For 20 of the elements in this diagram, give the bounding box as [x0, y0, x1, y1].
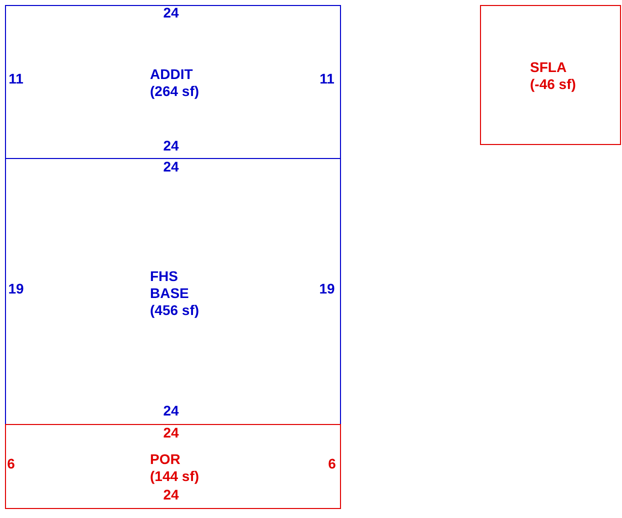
room-outline: [5, 5, 341, 159]
dimension-label: 24: [163, 488, 179, 502]
dimension-label: 11: [320, 72, 334, 86]
room-label: ADDIT (264 sf): [150, 66, 200, 100]
room-label: SFLA (-46 sf): [530, 59, 577, 93]
dimension-label: 19: [8, 282, 24, 296]
dimension-label: 24: [163, 160, 179, 174]
dimension-label: 24: [163, 404, 179, 418]
room-outline: [5, 158, 341, 425]
room-outline: [480, 5, 621, 145]
dimension-label: 6: [328, 456, 336, 472]
dimension-label: 24: [163, 138, 179, 154]
dimension-label: 24: [163, 426, 179, 440]
dimension-label: 24: [163, 6, 179, 20]
dimension-label: 6: [7, 456, 15, 472]
dimension-label: 11: [8, 72, 24, 86]
room-outline: [5, 424, 341, 509]
room-label: FHS BASE (456 sf): [150, 268, 200, 319]
dimension-label: 19: [319, 282, 335, 296]
room-label: POR (144 sf): [150, 451, 200, 485]
